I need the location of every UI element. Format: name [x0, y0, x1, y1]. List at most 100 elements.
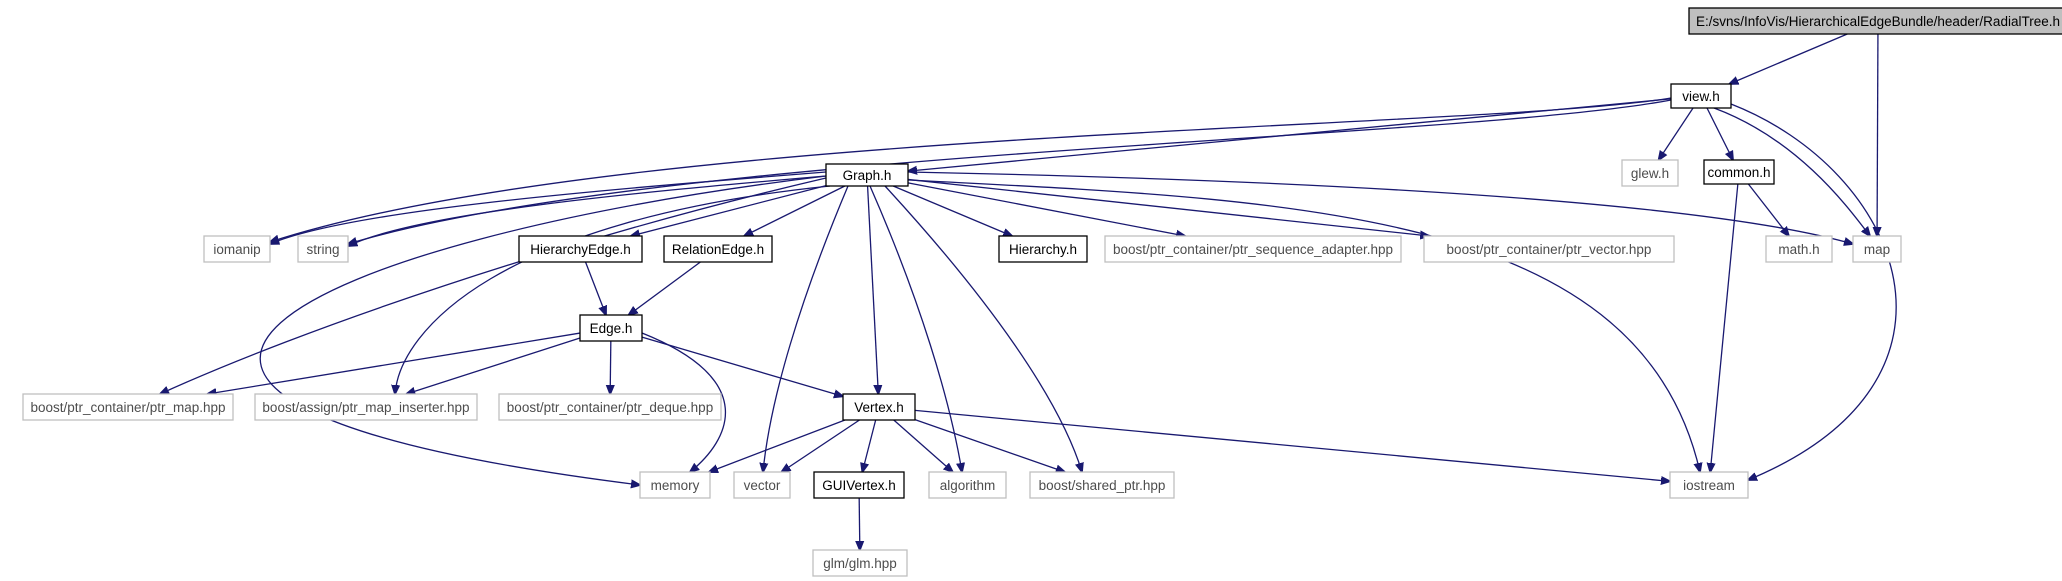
edge-guivertex-to-glm: [859, 497, 860, 550]
edge-graph-to-algorithm: [869, 185, 962, 472]
node-box-edge: [579, 314, 643, 342]
node-glew: glew.h: [1621, 159, 1679, 187]
edge-graph-to-iomanip: [270, 171, 827, 244]
node-glm: glm/glm.hpp: [812, 549, 908, 577]
node-mapinserter: boost/assign/ptr_map_inserter.hpp: [254, 393, 478, 421]
edge-graph-to-vertex: [866, 185, 879, 394]
node-hierarchyedge[interactable]: HierarchyEdge.h: [518, 235, 643, 263]
node-box-ptrmap: [22, 393, 234, 421]
node-box-common: [1703, 159, 1775, 185]
edge-common-to-math: [1747, 183, 1789, 236]
node-math: math.h: [1765, 235, 1833, 263]
edge-view-to-string: [348, 99, 1672, 244]
nodes-layer: E:/svns/InfoVis/HierarchicalEdgeBundle/h…: [22, 7, 2062, 577]
node-box-ptrdeque: [498, 393, 722, 421]
node-memory: memory: [639, 471, 711, 499]
node-label-guivertex: GUIVertex.h: [822, 478, 896, 493]
node-edge[interactable]: Edge.h: [579, 314, 643, 342]
edge-view-to-common: [1706, 107, 1733, 160]
node-box-hierarchyedge: [518, 235, 643, 263]
edge-edge-to-vertex: [641, 336, 843, 396]
node-radialtree[interactable]: E:/svns/InfoVis/HierarchicalEdgeBundle/h…: [1688, 7, 2062, 35]
node-ptrvector: boost/ptr_container/ptr_vector.hpp: [1423, 235, 1675, 263]
node-label-vector: vector: [744, 478, 781, 493]
edge-hierarchyedge-to-edge: [584, 261, 606, 315]
node-box-sharedptr: [1029, 471, 1175, 499]
node-vertex[interactable]: Vertex.h: [842, 393, 916, 421]
edge-vertex-to-iostream: [914, 409, 1670, 481]
node-box-iostream: [1669, 471, 1749, 499]
edge-graph-to-memory: [259, 175, 827, 485]
node-vector: vector: [733, 471, 791, 499]
edge-view-to-iomanip: [270, 97, 1672, 242]
edge-graph-to-sharedptr: [884, 185, 1082, 472]
node-label-ptrmap: boost/ptr_container/ptr_map.hpp: [30, 400, 225, 415]
edge-vertex-to-memory: [709, 419, 846, 472]
node-label-math: math.h: [1778, 242, 1819, 257]
node-box-seqadapter: [1104, 235, 1402, 263]
node-box-ptrvector: [1423, 235, 1675, 263]
edge-edge-to-mapinserter: [406, 337, 581, 394]
node-label-seqadapter: boost/ptr_container/ptr_sequence_adapter…: [1113, 242, 1393, 257]
edge-view-to-map: [1713, 107, 1870, 236]
node-label-glew: glew.h: [1631, 166, 1669, 181]
node-label-graph: Graph.h: [843, 168, 892, 183]
edge-radialtree-to-view: [1729, 33, 1848, 84]
node-box-math: [1765, 235, 1833, 263]
node-box-guivertex: [813, 471, 905, 499]
edge-graph-to-ptrmap: [160, 177, 827, 394]
node-guivertex[interactable]: GUIVertex.h: [813, 471, 905, 499]
node-graph[interactable]: Graph.h: [825, 163, 909, 187]
node-map: map: [1852, 235, 1902, 263]
node-label-string: string: [306, 242, 339, 257]
edge-graph-to-hierarchy: [892, 185, 1012, 236]
edge-relationedge-to-edge: [629, 261, 701, 315]
edge-vertex-to-sharedptr: [914, 418, 1065, 472]
node-string: string: [297, 235, 349, 263]
node-label-common: common.h: [1707, 165, 1770, 180]
node-iostream: iostream: [1669, 471, 1749, 499]
node-label-edge: Edge.h: [590, 321, 633, 336]
node-box-memory: [639, 471, 711, 499]
node-algorithm: algorithm: [928, 471, 1007, 499]
node-ptrmap: boost/ptr_container/ptr_map.hpp: [22, 393, 234, 421]
node-box-iomanip: [203, 235, 271, 263]
node-view[interactable]: view.h: [1670, 83, 1732, 109]
edge-vertex-to-vector: [782, 419, 860, 472]
edge-graph-to-vector: [763, 185, 849, 472]
node-label-ptrvector: boost/ptr_container/ptr_vector.hpp: [1447, 242, 1652, 257]
edge-common-to-iostream: [1710, 183, 1739, 472]
node-label-glm: glm/glm.hpp: [823, 556, 897, 571]
edge-radialtree-to-map: [1877, 33, 1878, 236]
node-relationedge[interactable]: RelationEdge.h: [663, 235, 773, 263]
edge-view-to-glew: [1659, 107, 1694, 160]
node-hierarchy[interactable]: Hierarchy.h: [998, 235, 1088, 263]
node-box-vector: [733, 471, 791, 499]
node-box-algorithm: [928, 471, 1007, 499]
edge-graph-to-relationedge: [744, 185, 846, 236]
node-label-mapinserter: boost/assign/ptr_map_inserter.hpp: [262, 400, 469, 415]
edge-edge-to-ptrmap: [207, 332, 581, 394]
edge-edge-to-ptrdeque: [610, 340, 611, 394]
node-box-glm: [812, 549, 908, 577]
node-box-string: [297, 235, 349, 263]
node-box-mapinserter: [254, 393, 478, 421]
node-box-relationedge: [663, 235, 773, 263]
node-label-view: view.h: [1682, 89, 1720, 104]
node-common[interactable]: common.h: [1703, 159, 1775, 185]
edge-graph-to-map: [907, 171, 1853, 244]
node-iomanip: iomanip: [203, 235, 271, 263]
node-box-hierarchy: [998, 235, 1088, 263]
node-label-memory: memory: [651, 478, 700, 493]
node-label-ptrdeque: boost/ptr_container/ptr_deque.hpp: [507, 400, 713, 415]
node-label-vertex: Vertex.h: [854, 400, 904, 415]
edge-vertex-to-guivertex: [862, 419, 877, 472]
edge-graph-to-string: [348, 175, 827, 246]
edge-edge-to-memory: [641, 332, 726, 472]
node-label-map: map: [1864, 242, 1890, 257]
node-label-hierarchyedge: HierarchyEdge.h: [530, 242, 631, 257]
node-box-map: [1852, 235, 1902, 263]
node-ptrdeque: boost/ptr_container/ptr_deque.hpp: [498, 393, 722, 421]
node-label-relationedge: RelationEdge.h: [672, 242, 764, 257]
